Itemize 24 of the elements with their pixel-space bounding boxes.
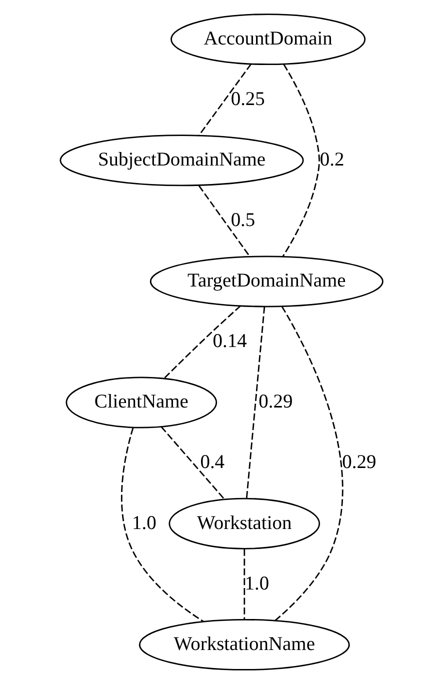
edge-label: 0.29 xyxy=(258,392,293,413)
node-ellipse: AccountDomain xyxy=(170,14,366,66)
edge-label: 1.0 xyxy=(244,573,270,594)
connector xyxy=(246,306,266,499)
connector xyxy=(274,306,344,622)
node-ellipse: TargetDomainName xyxy=(150,256,384,308)
node-ellipse: WorkstationName xyxy=(138,618,350,670)
node-ellipse: ClientName xyxy=(66,376,218,428)
connector xyxy=(198,64,252,136)
connector xyxy=(164,305,241,379)
node-ellipse: Workstation xyxy=(168,498,320,550)
connector xyxy=(160,426,225,500)
connector xyxy=(244,548,246,620)
connector xyxy=(120,428,204,622)
edge-label: 0.4 xyxy=(200,452,225,474)
edge-label: 0.29 xyxy=(342,452,376,474)
node-ellipse: SubjectDomainName xyxy=(60,134,304,186)
edge-label: 1.0 xyxy=(132,512,156,534)
connector xyxy=(198,185,250,257)
edge-label: 0.5 xyxy=(230,210,256,232)
edge-label: 0.25 xyxy=(230,89,265,110)
edge-label: 0.2 xyxy=(320,150,344,171)
connector xyxy=(282,64,320,257)
edge-label: 0.14 xyxy=(212,331,247,352)
